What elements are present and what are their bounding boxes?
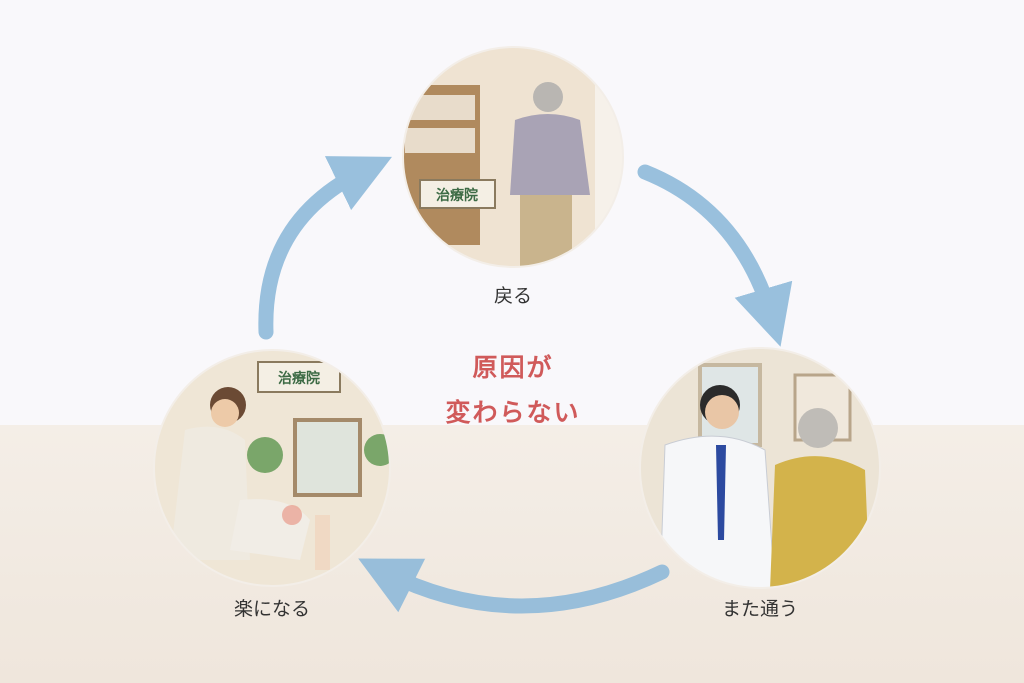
center-text-line2: 変わらない xyxy=(445,398,581,427)
illustration-revisit xyxy=(640,348,880,588)
center-text-line1: 原因が xyxy=(472,353,554,382)
clinic-sign: 治療院 xyxy=(278,370,320,387)
step-label-return: 戻る xyxy=(493,285,533,307)
clinic-sign: 治療院 xyxy=(436,187,478,204)
arrow-to-relief xyxy=(358,558,670,614)
step-label-revisit: また通う xyxy=(721,598,799,620)
illustration-relief: 治療院 xyxy=(154,350,390,586)
step-label-relief: 楽になる xyxy=(233,598,311,620)
arrow-to-return xyxy=(258,156,392,340)
arrow-to-revisit xyxy=(637,164,793,347)
